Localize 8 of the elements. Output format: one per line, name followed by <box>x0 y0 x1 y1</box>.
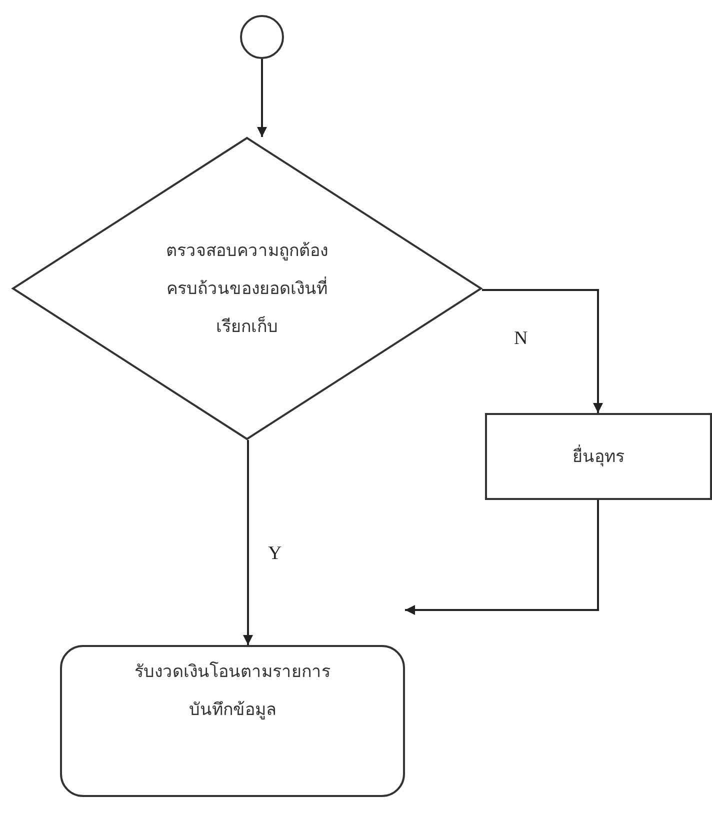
arrow <box>405 500 599 615</box>
node-text: ยื่นอุทร <box>572 444 624 468</box>
node-text: รับงวดเงินโอนตามรายการ <box>134 660 330 684</box>
arrow <box>482 289 603 413</box>
node-text: บันทึกข้อมูล <box>189 699 276 722</box>
node-text: ตรวจสอบความถูกต้องครบถ้วนของยอดเงินที่เรียกเก็บ <box>165 240 329 338</box>
arrow <box>257 59 267 137</box>
arrow <box>243 440 253 645</box>
